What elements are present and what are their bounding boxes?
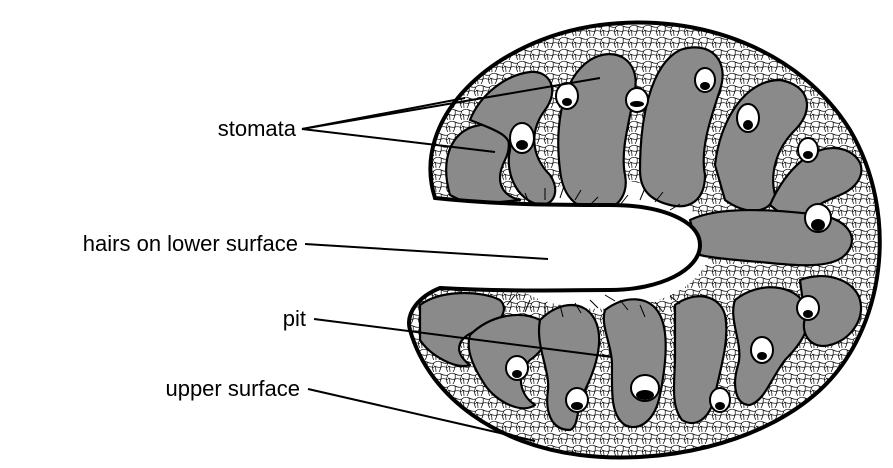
leader-hairs (305, 244, 548, 259)
stoma (797, 296, 819, 320)
stoma (556, 83, 578, 109)
stoma (510, 123, 534, 153)
stoma (626, 88, 648, 112)
label-upper-surface: upper surface (165, 376, 300, 401)
stoma (506, 356, 528, 380)
stoma (798, 138, 818, 162)
stoma (805, 204, 831, 232)
stoma (695, 68, 715, 92)
lobe-lower-4 (604, 299, 666, 427)
stoma (737, 104, 759, 132)
label-stomata: stomata (218, 116, 297, 141)
stoma (566, 388, 588, 412)
stoma (710, 388, 730, 412)
label-hairs-on-lower-surface: hairs on lower surface (83, 231, 298, 256)
label-pit: pit (283, 306, 306, 331)
stoma (751, 337, 773, 363)
stoma (631, 375, 659, 401)
